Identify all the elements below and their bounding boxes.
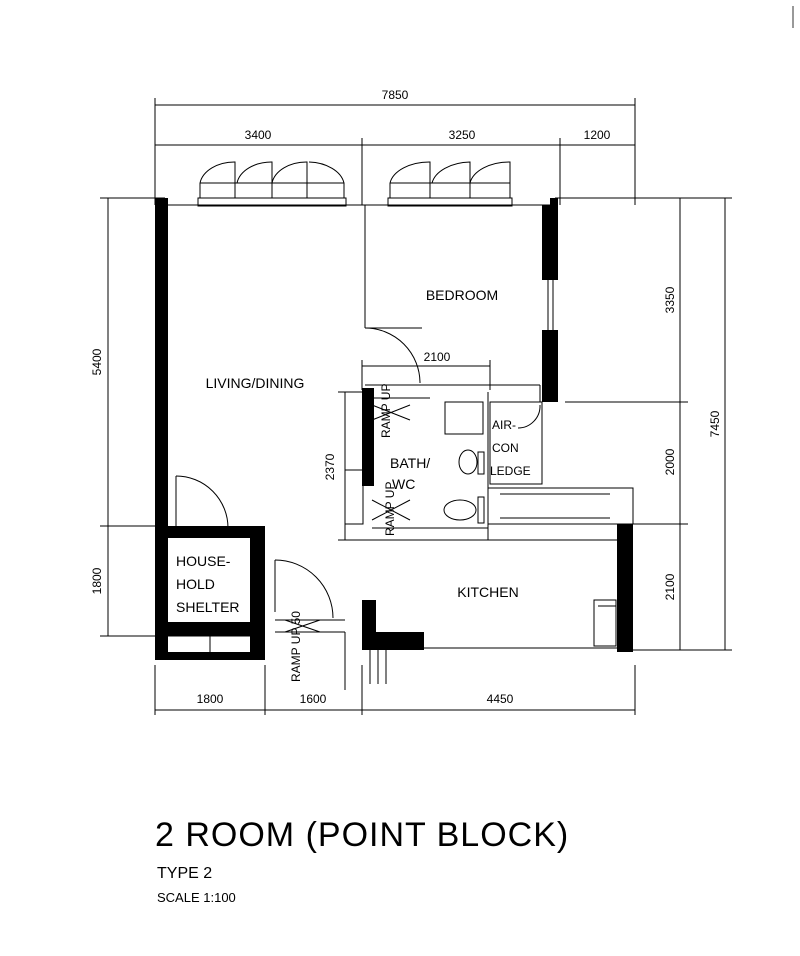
- room-shelter-line2: HOLD: [176, 576, 215, 592]
- note-ramp-bath-bottom: RAMP UP: [383, 482, 397, 536]
- dim-top-left: 3400: [245, 128, 272, 142]
- scroll-edge-mark: [792, 6, 794, 28]
- room-aircon-line2: CON: [492, 441, 519, 455]
- note-ramp-entry: RAMP UP 50: [289, 611, 303, 682]
- dim-right-mid: 2000: [663, 448, 677, 475]
- dim-bottom-left: 1800: [197, 692, 224, 706]
- room-bath-line2: WC: [392, 476, 415, 492]
- room-living-dining: LIVING/DINING: [206, 375, 305, 391]
- note-ramp-top: RAMP UP: [379, 384, 393, 438]
- room-aircon-line3: LEDGE: [490, 464, 531, 478]
- dim-right-bottom: 2100: [663, 573, 677, 600]
- room-shelter-line3: SHELTER: [176, 599, 240, 615]
- dim-left-top: 5400: [90, 348, 104, 375]
- dim-bath-width: 2100: [424, 350, 451, 364]
- room-bedroom: BEDROOM: [426, 287, 498, 303]
- dim-top-mid: 3250: [449, 128, 476, 142]
- dim-bath-height: 2370: [323, 453, 337, 480]
- dim-right-top: 3350: [663, 286, 677, 313]
- dim-right-total: 7450: [708, 410, 722, 437]
- dim-bottom-right: 4450: [487, 692, 514, 706]
- room-bath-line1: BATH/: [390, 455, 430, 471]
- room-shelter-line1: HOUSE-: [176, 553, 231, 569]
- dim-left-bottom: 1800: [90, 567, 104, 594]
- plan-type: TYPE 2: [157, 865, 212, 882]
- dim-top-right: 1200: [584, 128, 611, 142]
- dim-top-total: 7850: [382, 88, 409, 102]
- plan-title: 2 ROOM (POINT BLOCK): [155, 816, 569, 854]
- dim-bottom-mid: 1600: [300, 692, 327, 706]
- room-aircon-line1: AIR-: [492, 418, 516, 432]
- room-kitchen: KITCHEN: [457, 584, 518, 600]
- plan-scale: SCALE 1:100: [157, 890, 236, 905]
